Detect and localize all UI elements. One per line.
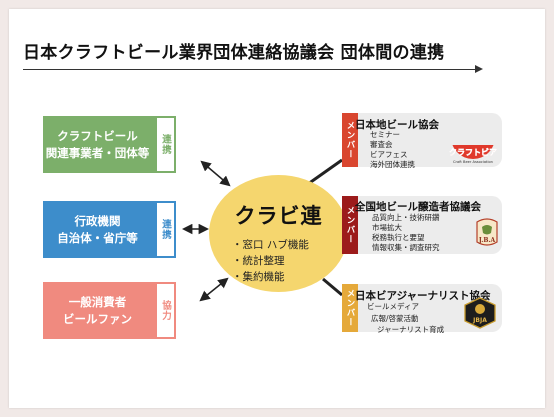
member-item: 審査会 [370,140,393,149]
government-label-line1: 行政機関 [74,213,121,228]
member-item: ビールメディア [367,302,419,311]
member-tag-3: メンバー [342,284,358,332]
logo-2-text: J.B.A [478,237,496,244]
jbja-logo: JBJA [464,297,496,329]
member-item: 品質向上・技術研鑽 [372,213,440,222]
center-hub-circle [209,175,348,292]
jba-logo: J.B.A [476,218,498,246]
consumer-label-line2: ビールファン [63,311,132,326]
member-card-2 [345,196,502,254]
member-item: ジャーナリスト育成 [377,325,445,334]
industry-box: クラフトビール 関連事業者・団体等 連携 [43,116,176,173]
industry-label-line1: クラフトビール [57,128,138,143]
member-item: セミナー [370,130,400,139]
line-center-to-member-1 [307,158,343,186]
logo-1-text: クラフトビア [449,147,497,157]
member-tag-1: メンバー [342,113,358,167]
member-item: 市場拡大 [372,223,402,232]
consumer-box: 一般消費者 ビールファン 協力 [43,282,176,339]
member-tag-2: メンバー [342,196,358,254]
center-function-item: ・集約機能 [232,271,285,283]
member-1-item-list: セミナー 審査会 ビアフェス 海外団体連携 [370,130,415,170]
member-item: 海外団体連携 [370,160,415,169]
member-name-2: 全国地ビール醸造者協議会 [355,201,481,213]
member-item: 広報/啓蒙活動 [371,313,419,323]
title-underline-arrow [23,65,483,73]
member-name-1: 日本地ビール協会 [355,119,439,131]
consumer-label-line1: 一般消費者 [68,294,127,309]
center-function-item: ・窓口 ハブ機能 [232,239,309,251]
government-relation-tag: 連携 [155,201,176,258]
government-label-line2: 自治体・省庁等 [57,230,138,245]
member-name-3: 日本ビアジャーナリスト協会 [355,290,491,302]
arrow-center-to-industry [200,160,231,187]
logo-1-subtext: Craft Beer Association [453,160,493,164]
arrow-center-to-consumers [199,277,229,302]
craft-beer-association-logo: クラフトビア Craft Beer Association [449,145,497,164]
industry-relation-tag: 連携 [155,116,176,173]
center-function-item: ・統計整理 [232,255,285,267]
member-item: 情報収集・調査研究 [372,243,440,252]
member-3-item-list: ビールメディア 広報/啓蒙活動 ジャーナリスト育成 [367,301,444,336]
page-title: 日本クラフトビール業界団体連絡協議会 団体間の連携 [23,43,445,63]
industry-label-line2: 関連事業者・団体等 [45,145,150,160]
center-hub-title: クラビ連 [234,204,323,228]
member-item: ビアフェス [370,150,408,159]
center-function-list: ・窓口 ハブ機能 ・統計整理 ・集約機能 [232,237,309,285]
member-item: 税務執行と要望 [372,233,425,242]
logo-3-text: JBJA [472,317,487,324]
consumer-relation-tag: 協力 [155,282,176,339]
government-box: 行政機関 自治体・省庁等 連携 [43,201,176,258]
member-2-item-list: 品質向上・技術研鑽 市場拡大 税務執行と要望 情報収集・調査研究 [372,213,440,253]
line-center-to-member-3 [322,277,343,297]
